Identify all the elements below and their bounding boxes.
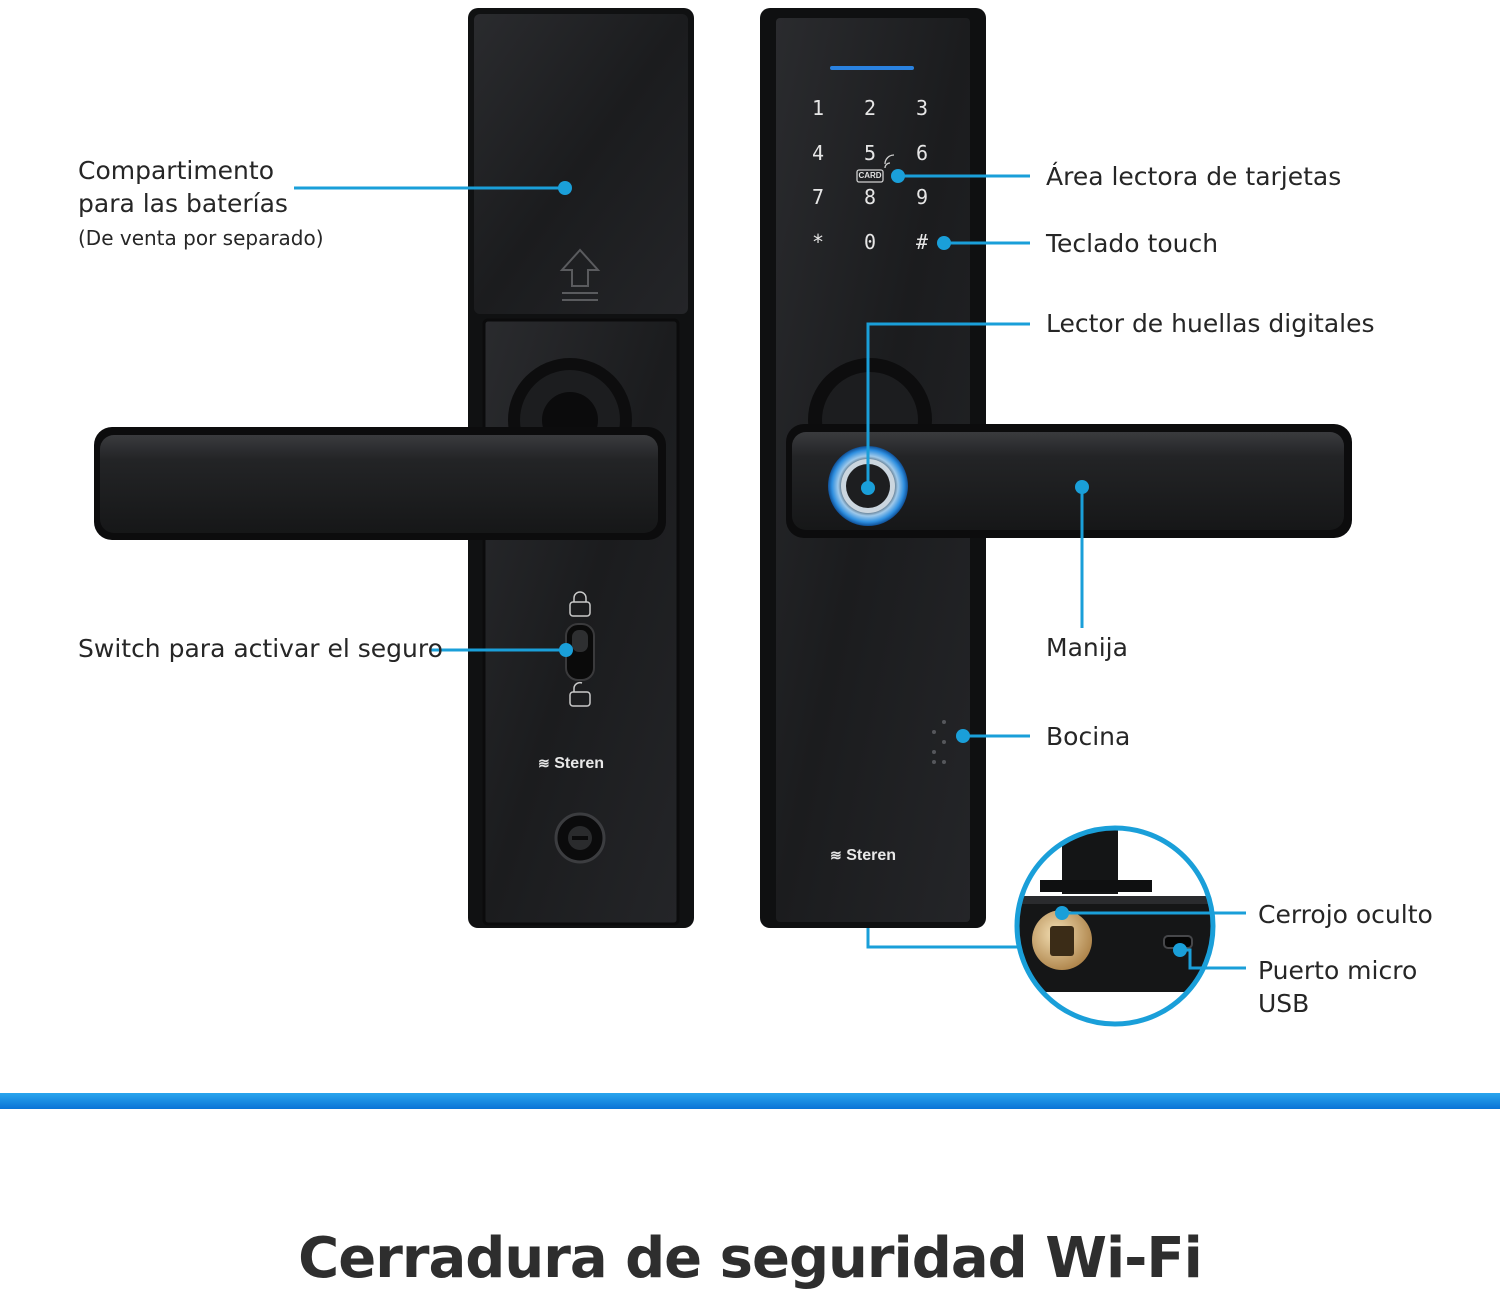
- keypad-key[interactable]: 9: [915, 185, 929, 209]
- label-hidden-bolt: Cerrojo oculto: [1258, 900, 1433, 929]
- keypad-key[interactable]: 8: [863, 185, 877, 209]
- label-handle: Manija: [1046, 633, 1128, 662]
- page-title: Cerradura de seguridad Wi-Fi: [298, 1226, 1203, 1291]
- bolt-detail-circle: [1014, 825, 1216, 1027]
- brand-logo-back: ≋ Steren: [538, 755, 604, 772]
- label-speaker: Bocina: [1046, 722, 1131, 751]
- keypad-key[interactable]: 1: [811, 96, 825, 120]
- keypad-key[interactable]: 6: [915, 141, 929, 165]
- label-usb-line2: USB: [1258, 989, 1310, 1018]
- keypad-key[interactable]: 7: [811, 185, 825, 209]
- label-battery-line2: para las baterías: [78, 189, 288, 218]
- steren-icon: ≋: [830, 847, 842, 863]
- keypad-key[interactable]: 5: [863, 141, 877, 165]
- front-plate: [760, 8, 1352, 928]
- divider-band: [0, 1093, 1500, 1109]
- callout-lines: [294, 174, 1246, 970]
- label-usb-line1: Puerto micro: [1258, 956, 1418, 985]
- brand-logo-front: ≋ Steren: [830, 847, 896, 864]
- label-fingerprint: Lector de huellas digitales: [1046, 309, 1375, 338]
- label-switch: Switch para activar el seguro: [78, 634, 443, 663]
- keypad-key[interactable]: #: [915, 230, 929, 254]
- label-battery-note: (De venta por separado): [78, 226, 324, 250]
- label-keypad: Teclado touch: [1046, 229, 1219, 258]
- back-plate: [94, 8, 694, 928]
- keypad-key[interactable]: 3: [915, 96, 929, 120]
- keypad-key[interactable]: *: [811, 230, 825, 254]
- label-battery-line1: Compartimento: [78, 156, 274, 185]
- callout-dots: [558, 169, 1187, 957]
- card-tag: CARD: [858, 171, 882, 180]
- keypad-key[interactable]: 0: [863, 230, 877, 254]
- keypad-key[interactable]: 2: [863, 96, 877, 120]
- label-card-reader: Área lectora de tarjetas: [1046, 162, 1342, 191]
- keypad-key[interactable]: 4: [811, 141, 825, 165]
- steren-icon: ≋: [538, 755, 550, 771]
